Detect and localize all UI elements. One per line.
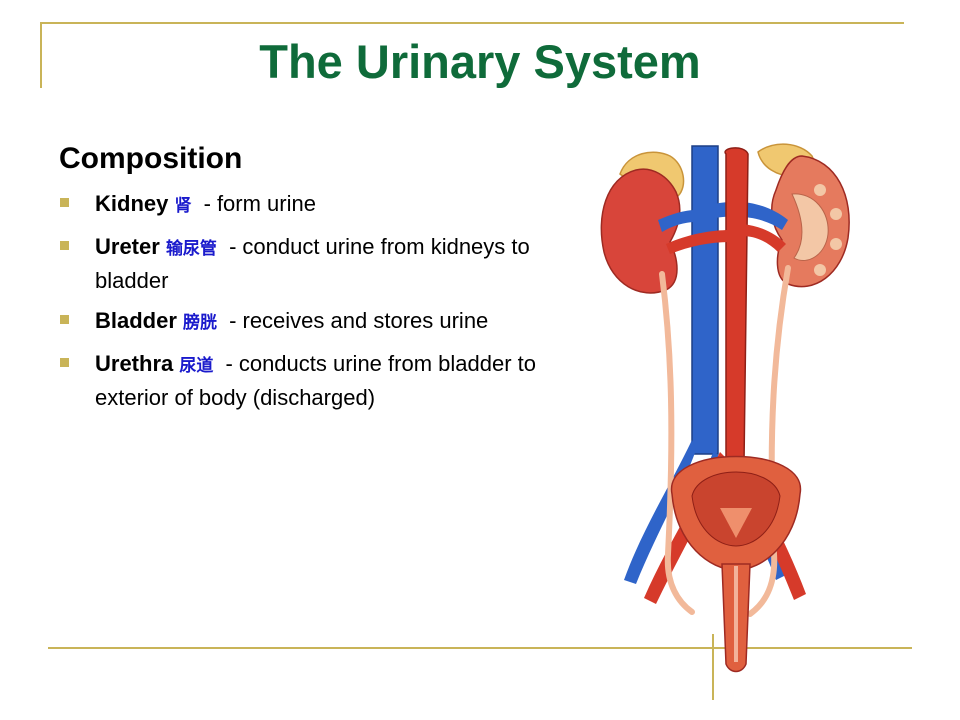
description-ureter: conduct urine from kidneys to bladder: [95, 234, 530, 293]
renal-artery: [666, 230, 730, 254]
section-heading: Composition: [59, 142, 243, 175]
square-bullet-icon: [60, 315, 69, 324]
slide-title: The Urinary System: [259, 35, 701, 88]
list-item-urethra: Urethra 尿道 -conducts urine from bladder …: [60, 348, 580, 413]
right-accent-line: [712, 634, 714, 700]
left-accent-line: [40, 22, 42, 88]
square-bullet-icon: [60, 198, 69, 207]
renal-artery: [742, 224, 786, 252]
urethra-lumen: [734, 566, 738, 662]
separator: -: [229, 308, 237, 333]
list-item-ureter: Ureter 输尿管 -conduct urine from kidneys t…: [60, 231, 580, 296]
chinese-term-ureter: 输尿管: [165, 239, 217, 259]
list-item-kidney: Kidney 肾 -form urine: [60, 188, 580, 222]
description-bladder: receives and stores urine: [242, 308, 489, 333]
vena-cava: [691, 145, 719, 455]
square-bullet-icon: [60, 241, 69, 250]
list-item-bladder: Bladder 膀胱 -receives and stores urine: [60, 305, 580, 339]
composition-list: Kidney 肾 -form urine Ureter 输尿管 -conduct…: [60, 188, 580, 422]
separator: -: [229, 234, 237, 259]
term-kidney: Kidney: [95, 191, 169, 216]
right-kidney-pelvis: [791, 193, 829, 261]
left-ureter: [659, 271, 695, 615]
separator: -: [225, 351, 233, 376]
term-urethra: Urethra: [95, 351, 174, 376]
bottom-accent-line: [48, 647, 912, 649]
urinary-system-illustration: [600, 143, 850, 673]
description-urethra: conducts urine from bladder to exterior …: [95, 351, 536, 410]
kidney-medulla: [830, 238, 842, 250]
kidney-medulla: [814, 184, 826, 196]
left-kidney: [600, 168, 681, 294]
renal-vein: [658, 210, 696, 232]
kidney-medulla: [830, 208, 842, 220]
square-bullet-icon: [60, 358, 69, 367]
term-bladder: Bladder: [95, 308, 177, 333]
aorta: [724, 147, 749, 465]
separator: -: [203, 191, 211, 216]
term-ureter: Ureter: [95, 234, 160, 259]
chinese-term-urethra: 尿道: [179, 356, 214, 376]
chinese-term-kidney: 肾: [174, 196, 192, 216]
chinese-term-bladder: 膀胱: [183, 313, 218, 333]
description-kidney: form urine: [216, 191, 316, 216]
kidney-medulla: [814, 264, 826, 276]
bladder-trigone: [720, 508, 752, 538]
top-accent-line: [40, 22, 904, 24]
